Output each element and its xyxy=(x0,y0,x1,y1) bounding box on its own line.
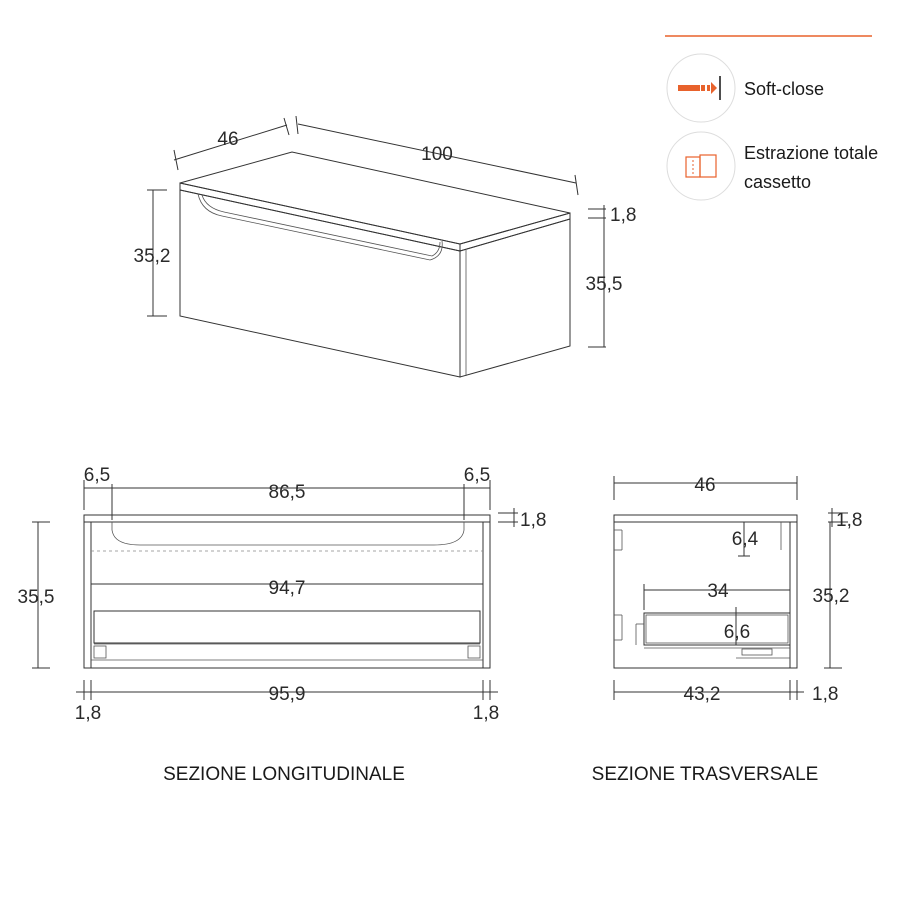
long-caption: SEZIONE LONGITUDINALE xyxy=(163,764,405,785)
transversal-section: 46 1,8 6,4 35,2 34 6,6 43,2 1,8 SEZIONE … xyxy=(592,475,863,785)
iso-top-label: 1,8 xyxy=(610,205,636,226)
longitudinal-section: 6,5 86,5 6,5 1,8 35,5 94,7 95,9 1,8 1,8 … xyxy=(18,465,547,785)
long-right-offset-label: 6,5 xyxy=(464,465,490,486)
soft-close-label: Soft-close xyxy=(744,79,824,99)
iso-front-height-label: 35,2 xyxy=(134,246,171,267)
trans-depth-label: 46 xyxy=(694,475,715,496)
isometric-view: 46 100 35,2 1,8 35,5 xyxy=(134,115,636,378)
long-top-label: 1,8 xyxy=(520,510,546,531)
trans-inner-label: 43,2 xyxy=(684,684,721,705)
long-left-offset-label: 6,5 xyxy=(84,465,110,486)
trans-caption: SEZIONE TRASVERSALE xyxy=(592,764,819,785)
trans-drawer-height-label: 6,6 xyxy=(724,622,750,643)
iso-depth-label: 46 xyxy=(217,129,238,150)
trans-top-label: 1,8 xyxy=(836,510,862,531)
drawer-extraction-icon xyxy=(685,154,717,178)
trans-back-label: 1,8 xyxy=(812,684,838,705)
soft-close-icon xyxy=(678,76,721,100)
long-left-side-label: 1,8 xyxy=(75,703,101,724)
long-right-side-label: 1,8 xyxy=(473,703,499,724)
feature-soft-close: Soft-close xyxy=(666,53,824,123)
long-height-label: 35,5 xyxy=(18,587,55,608)
iso-width-label: 100 xyxy=(421,144,453,165)
trans-drawer-label: 34 xyxy=(707,581,729,602)
iso-side-height-label: 35,5 xyxy=(586,274,623,295)
feature-drawer-extraction: Estrazione totale cassetto xyxy=(666,131,878,201)
long-drawer-label: 94,7 xyxy=(269,578,306,599)
trans-height-label: 35,2 xyxy=(813,586,850,607)
drawer-extraction-label-2: cassetto xyxy=(744,172,811,192)
drawer-extraction-label: Estrazione totale xyxy=(744,143,878,163)
legend: Soft-close Estrazione totale cassetto xyxy=(665,35,878,201)
long-handle-label: 86,5 xyxy=(269,482,306,503)
long-inner-label: 95,9 xyxy=(269,684,306,705)
trans-gap-label: 6,4 xyxy=(732,529,759,550)
